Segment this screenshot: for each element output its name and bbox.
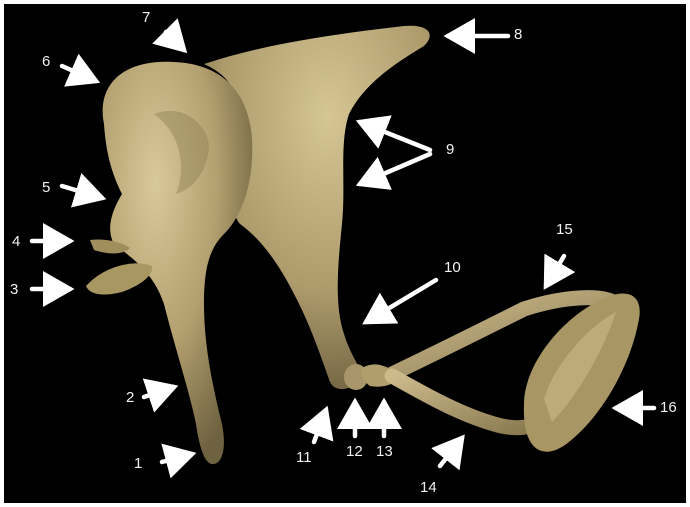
label-1: 1	[134, 455, 142, 472]
illustration-canvas: 1 2 3 4 5 6 7 8 9 10 11 12 13 14 15 16	[4, 4, 686, 503]
label-4: 4	[12, 233, 20, 250]
arrow-11	[314, 410, 326, 442]
label-7: 7	[142, 9, 150, 26]
label-3: 3	[10, 281, 18, 298]
label-8: 8	[514, 26, 522, 43]
label-9: 9	[446, 141, 454, 158]
label-13: 13	[376, 443, 393, 460]
arrow-1	[162, 454, 192, 462]
label-5: 5	[42, 179, 50, 196]
label-6: 6	[42, 53, 50, 70]
malleus-bone	[86, 62, 252, 464]
label-11: 11	[296, 449, 312, 466]
arrow-2	[144, 387, 174, 397]
arrow-5	[62, 186, 102, 198]
arrow-10	[366, 280, 436, 322]
stapes-bone	[361, 294, 639, 452]
arrow-15	[546, 256, 564, 286]
arrow-14	[440, 438, 462, 466]
label-12: 12	[346, 443, 363, 460]
arrow-6	[62, 66, 96, 81]
arrow-9a	[360, 122, 430, 150]
arrow-7	[166, 32, 184, 50]
label-10: 10	[444, 259, 461, 276]
label-14: 14	[420, 479, 437, 496]
label-2: 2	[126, 389, 134, 406]
label-15: 15	[556, 221, 573, 238]
label-16: 16	[660, 399, 677, 416]
arrow-9b	[360, 154, 430, 184]
ossicles-svg: 1 2 3 4 5 6 7 8 9 10 11 12 13 14 15 16	[4, 4, 686, 503]
